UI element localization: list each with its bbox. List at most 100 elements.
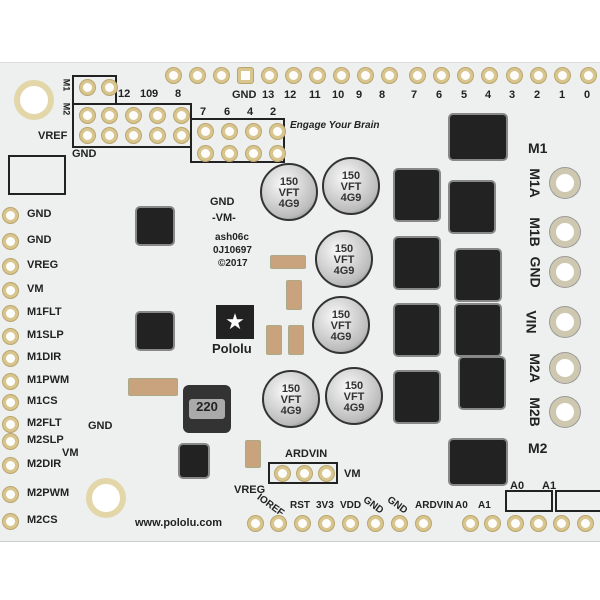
header-pin [508, 516, 523, 531]
label-ardvin: ARDVIN [285, 448, 328, 460]
pin-label: GND [232, 89, 257, 101]
driver-ic [137, 313, 173, 349]
pin-label: GND [27, 208, 52, 220]
label-2: 2 [270, 106, 277, 118]
jumper-pin [80, 108, 95, 123]
pin-label: 9 [356, 89, 363, 101]
label-a1: A1 [542, 480, 557, 492]
pin-label: 1 [559, 89, 566, 101]
header-pin [3, 417, 18, 432]
header-pin [482, 68, 497, 83]
header-pin [507, 68, 522, 83]
label-vm: VM [344, 468, 361, 480]
jumper-pin [102, 108, 117, 123]
pin-label: 13 [262, 89, 275, 101]
header-pin [310, 68, 325, 83]
pololu-logo-icon: ★ [216, 305, 254, 339]
motor-terminal [550, 307, 580, 337]
motor-terminal [550, 217, 580, 247]
pin-label: 3V3 [316, 500, 334, 511]
header-pin [531, 68, 546, 83]
jumper-pin [198, 124, 213, 139]
header-pin [3, 351, 18, 366]
slogan: Engage Your Brain [290, 120, 380, 131]
header-pin [3, 514, 18, 529]
pin-label: 3 [509, 89, 516, 101]
jumper-pin [246, 124, 261, 139]
pin-label: VM [27, 283, 44, 295]
header-pin [3, 259, 18, 274]
jumper-pin [150, 108, 165, 123]
pin-label: 4 [485, 89, 492, 101]
mosfet [456, 305, 500, 355]
mosfet [395, 238, 439, 288]
label-12: 12 [118, 88, 131, 100]
label-vm: VM [62, 447, 79, 459]
label-6: 6 [224, 106, 231, 118]
pin-label: 11 [309, 89, 321, 101]
label-m1: M1 [61, 78, 72, 92]
label-gnd: GND [72, 148, 97, 160]
header-pin [3, 434, 18, 449]
pin-label: 7 [411, 89, 418, 101]
driver-ic [137, 208, 173, 244]
motor-terminal [550, 168, 580, 198]
header-pin [555, 68, 570, 83]
jumper-pin [222, 124, 237, 139]
pin-label: 5 [461, 89, 468, 101]
motor-terminal [550, 397, 580, 427]
pin-label: M1CS [27, 395, 58, 407]
pin-label: 10 [332, 89, 345, 101]
mosfet [450, 182, 494, 232]
pin-label: 0 [584, 89, 591, 101]
header-pin [190, 68, 205, 83]
pin-label: 12 [284, 89, 297, 101]
header-pin [463, 516, 478, 531]
mosfet [395, 372, 439, 422]
inductor: 220 [183, 385, 231, 433]
pin-label: VDD [340, 500, 362, 511]
label-10: 10 [140, 88, 153, 100]
jumper-pin [198, 146, 213, 161]
jumper-box [190, 118, 285, 163]
header-pin [3, 374, 18, 389]
label-m1: M1 [528, 140, 548, 156]
label-vm: -VM- [212, 212, 236, 224]
pin-label: GND [27, 234, 52, 246]
header-pin [319, 516, 334, 531]
header-pin [262, 68, 277, 83]
header-pin [295, 516, 310, 531]
pin-label: M2FLT [27, 417, 62, 429]
jumper-pin [270, 124, 285, 139]
jumper-pin [80, 80, 95, 95]
website-label: www.pololu.com [135, 517, 222, 529]
jumper-pin [150, 128, 165, 143]
header-pin [382, 68, 397, 83]
header-pin [531, 516, 546, 531]
jumper-pin [126, 108, 141, 123]
header-pin [286, 68, 301, 83]
header-pin [458, 68, 473, 83]
label-4: 4 [247, 106, 254, 118]
terminal-label: M2A [526, 353, 543, 383]
regulator-ic [180, 445, 208, 477]
header-pin [3, 329, 18, 344]
motor-terminal [550, 353, 580, 383]
header-pin [368, 516, 383, 531]
header-pin [3, 306, 18, 321]
pin-label: 8 [379, 89, 386, 101]
jumper-pin [270, 146, 285, 161]
label-vreg: VREG [234, 484, 266, 496]
mounting-hole [14, 80, 54, 120]
terminal-label: M1A [526, 168, 543, 198]
label-m2: M2 [61, 102, 72, 116]
header-pin [3, 487, 18, 502]
mosfet [395, 170, 439, 220]
pin-label: M1SLP [27, 329, 64, 341]
terminal-label: VIN [523, 310, 540, 334]
label-8: 8 [175, 88, 182, 100]
header-pin [3, 458, 18, 473]
label-9: 9 [152, 88, 159, 100]
